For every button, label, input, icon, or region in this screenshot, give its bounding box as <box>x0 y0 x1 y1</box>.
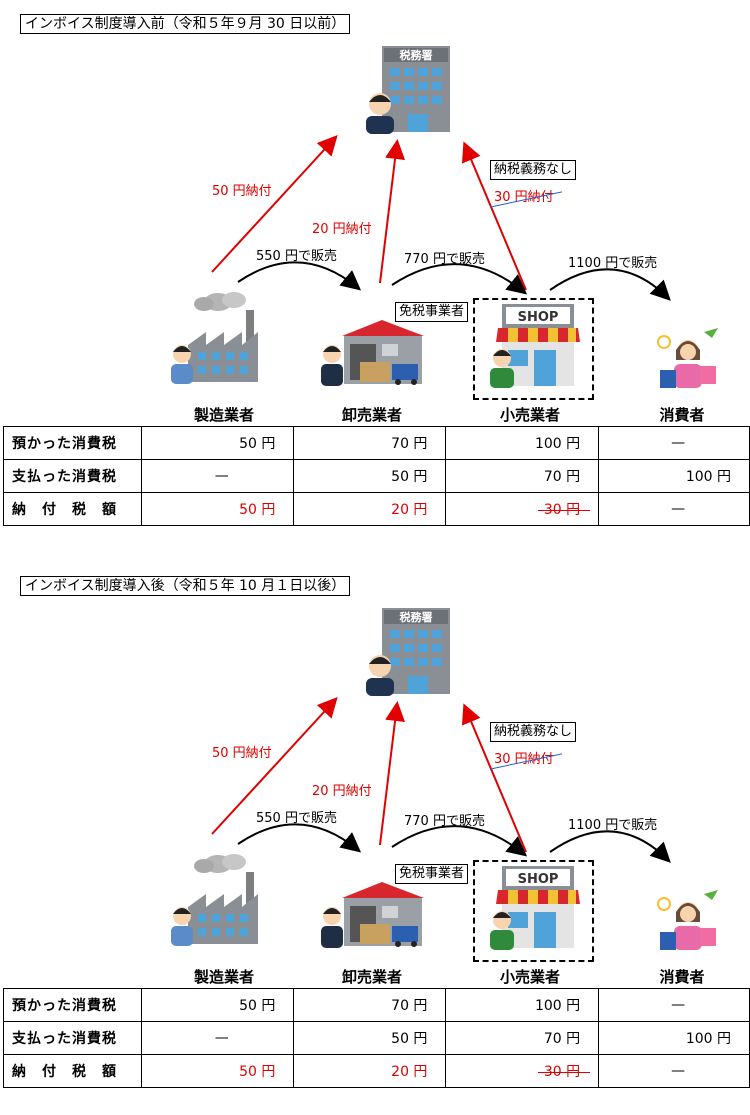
tax-table: 預かった消費税 50 円 70 円 100 円 — 支払った消費税 — 50 円… <box>2 988 750 1088</box>
retailer-payment-struck-label: 30 円納付 <box>494 748 554 767</box>
payment-arrow-retailer <box>461 703 527 853</box>
table-cell: 70 円 <box>293 426 447 460</box>
exempt-business-label: 免税事業者 <box>395 302 469 322</box>
table-cell: 30 円 <box>445 1054 600 1088</box>
sale-label-2: 770 円で販売 <box>404 814 485 829</box>
table-cell: 50 円 <box>141 426 295 460</box>
sale-label-1: 550 円で販売 <box>256 811 337 826</box>
table-cell: 30 円 <box>445 492 600 526</box>
sale-label-1: 550 円で販売 <box>256 249 337 264</box>
table-row: 納 付 税 額 50 円 20 円 30 円 — <box>2 1054 750 1088</box>
table-cell: 100 円 <box>445 988 600 1022</box>
payment-arrow-manufacturer <box>211 697 338 835</box>
table-cell: 100 円 <box>598 459 750 493</box>
table-cell: — <box>598 426 750 460</box>
manufacturer-payment-label: 50 円納付 <box>212 184 272 199</box>
actor-manufacturer: 製造業者 <box>193 968 254 986</box>
retailer-payment-struck-label: 30 円納付 <box>494 186 554 205</box>
table-cell: 50 円 <box>141 1054 295 1088</box>
shop-icon: SHOP <box>490 866 580 950</box>
table-cell: 70 円 <box>445 1021 600 1055</box>
sale-arrow-2 <box>391 263 528 295</box>
sale-label-3: 1100 円で販売 <box>568 818 658 833</box>
table-cell: 50 円 <box>141 988 295 1022</box>
wholesaler-payment-label: 20 円納付 <box>312 222 372 237</box>
sale-arrow-2 <box>391 825 528 857</box>
no-tax-duty-label: 納税義務なし <box>490 722 577 742</box>
retailer-dashed-box <box>473 298 594 400</box>
table-cell: 50 円 <box>293 1021 447 1055</box>
table-cell: 70 円 <box>445 459 600 493</box>
consumer-icon <box>657 890 718 950</box>
tax-office-building-icon: 税務署 <box>366 46 450 134</box>
shop-icon: SHOP <box>490 304 580 388</box>
svg-text:SHOP: SHOP <box>518 872 559 887</box>
sale-label-3: 1100 円で販売 <box>568 256 658 271</box>
tax-table: 預かった消費税 50 円 70 円 100 円 — 支払った消費税 — 50 円… <box>2 426 750 526</box>
consumer-icon <box>657 328 718 388</box>
table-cell: 50 円 <box>293 459 447 493</box>
actor-wholesaler: 卸売業者 <box>341 406 402 424</box>
retailer-dashed-box <box>473 860 594 962</box>
sale-arrow-1 <box>237 261 362 291</box>
wholesaler-payment-label: 20 円納付 <box>312 784 372 799</box>
table-row: 支払った消費税 — 50 円 70 円 100 円 <box>2 459 750 493</box>
table-cell: — <box>598 988 750 1022</box>
table-row: 納 付 税 額 50 円 20 円 30 円 — <box>2 492 750 526</box>
table-row: 預かった消費税 50 円 70 円 100 円 — <box>2 426 750 460</box>
sale-label-2: 770 円で販売 <box>404 252 485 267</box>
row-label: 支払った消費税 <box>2 459 143 493</box>
table-row: 支払った消費税 — 50 円 70 円 100 円 <box>2 1021 750 1055</box>
row-label: 預かった消費税 <box>2 426 143 460</box>
table-cell: — <box>141 459 295 493</box>
flow-arrows <box>211 697 671 863</box>
manufacturer-payment-label: 50 円納付 <box>212 746 272 761</box>
actor-manufacturer: 製造業者 <box>193 406 254 424</box>
table-cell: 70 円 <box>293 988 447 1022</box>
table-cell: 20 円 <box>293 1054 447 1088</box>
flow-arrows <box>211 135 671 301</box>
table-cell: — <box>598 1054 750 1088</box>
payment-arrow-manufacturer <box>211 135 338 273</box>
actor-consumer: 消費者 <box>659 968 705 986</box>
table-cell: 50 円 <box>141 492 295 526</box>
actor-retailer: 小売業者 <box>499 968 560 986</box>
sale-arrow-3 <box>549 268 671 301</box>
tax-office-building-icon: 税務署 <box>366 608 450 696</box>
row-label: 預かった消費税 <box>2 988 143 1022</box>
row-label: 納 付 税 額 <box>2 1054 143 1088</box>
table-cell: — <box>141 1021 295 1055</box>
factory-icon <box>171 854 258 946</box>
svg-text:税務署: 税務署 <box>400 610 433 624</box>
row-label: 支払った消費税 <box>2 1021 143 1055</box>
exempt-business-label: 免税事業者 <box>395 864 469 884</box>
warehouse-icon <box>321 882 424 948</box>
actor-wholesaler: 卸売業者 <box>341 968 402 986</box>
table-cell: — <box>598 492 750 526</box>
invoice-panel: インボイス制度導入後（令和５年 10 月１日以後） 税務署 <box>0 562 750 1092</box>
actor-retailer: 小売業者 <box>499 406 560 424</box>
payment-arrow-wholesaler <box>379 139 405 284</box>
svg-text:税務署: 税務署 <box>400 48 433 62</box>
row-label: 納 付 税 額 <box>2 492 143 526</box>
warehouse-icon <box>321 320 424 386</box>
table-cell: 100 円 <box>598 1021 750 1055</box>
table-cell: 100 円 <box>445 426 600 460</box>
factory-icon <box>171 292 258 384</box>
table-cell: 20 円 <box>293 492 447 526</box>
panel-title: インボイス制度導入前（令和５年９月 30 日以前） <box>20 14 351 34</box>
sale-arrow-3 <box>549 830 671 863</box>
panel-title: インボイス制度導入後（令和５年 10 月１日以後） <box>20 576 351 596</box>
table-row: 預かった消費税 50 円 70 円 100 円 — <box>2 988 750 1022</box>
sale-arrow-1 <box>237 823 362 853</box>
invoice-panel: インボイス制度導入前（令和５年９月 30 日以前） 税務署 <box>0 0 750 530</box>
no-tax-duty-label: 納税義務なし <box>490 160 577 180</box>
actor-consumer: 消費者 <box>659 406 705 424</box>
payment-arrow-wholesaler <box>379 701 405 846</box>
svg-text:SHOP: SHOP <box>518 310 559 325</box>
payment-arrow-retailer <box>461 141 527 291</box>
